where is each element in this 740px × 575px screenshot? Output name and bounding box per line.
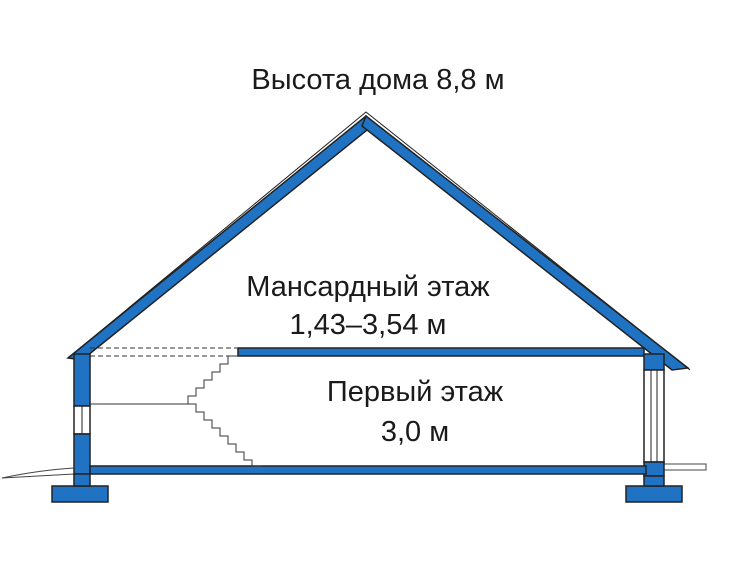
right-window — [643, 369, 665, 463]
foundation-left — [51, 485, 109, 503]
roof-outline-outer — [67, 111, 691, 371]
attic-floor-slab — [237, 347, 645, 357]
left-wall-lower — [73, 433, 91, 475]
left-wall-upper — [73, 353, 91, 407]
foundation-right-post — [643, 475, 665, 487]
attic-floor-label: Мансардный этаж — [246, 271, 490, 303]
porch-step — [663, 463, 707, 471]
ground-line-left-2 — [1, 473, 75, 479]
ground-line-left — [1, 467, 75, 479]
first-floor-label: Первый этаж — [326, 376, 504, 408]
attic-floor-height: 1,43–3,54 м — [289, 309, 447, 341]
roof-right-slope — [361, 114, 690, 371]
right-wall-top — [643, 353, 665, 371]
right-wall-lower — [643, 461, 665, 477]
ground-floor-slab — [89, 465, 647, 475]
first-floor-height: 3,0 м — [380, 416, 450, 448]
staircase — [187, 355, 262, 467]
foundation-left-post — [73, 473, 91, 487]
house-height-title: Высота дома 8,8 м — [251, 64, 505, 96]
foundation-right — [625, 485, 683, 503]
